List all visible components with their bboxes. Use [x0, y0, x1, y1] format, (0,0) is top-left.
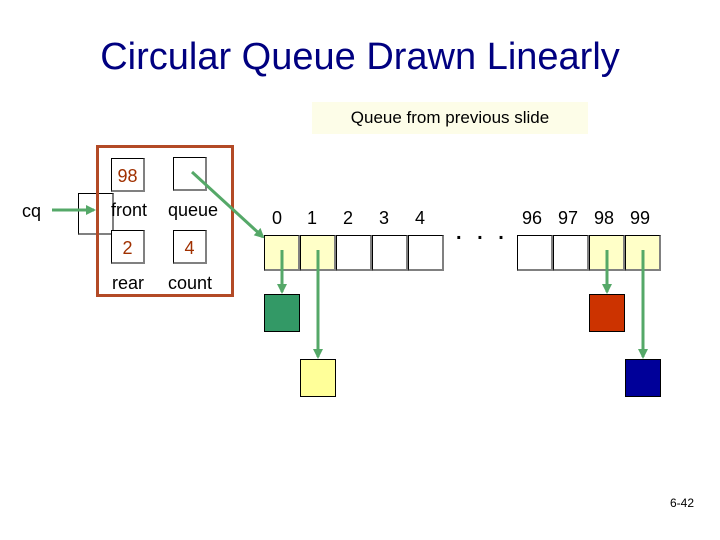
- index-label: 97: [558, 208, 579, 228]
- queue-struct-frame: [96, 145, 234, 297]
- page-title: Circular Queue Drawn Linearly: [100, 36, 620, 78]
- index-label: 4: [415, 208, 426, 228]
- index-label: 2: [343, 208, 354, 228]
- front-value-box: 98: [111, 158, 145, 192]
- count-label: count: [168, 273, 213, 293]
- index-label: 1: [307, 208, 318, 228]
- node-blue: [625, 359, 661, 397]
- index-label: 99: [630, 208, 651, 228]
- index-label: 96: [522, 208, 543, 228]
- note-previous-slide: Queue from previous slide: [312, 102, 588, 134]
- node-yellow: [300, 359, 336, 397]
- node-green: [264, 294, 300, 332]
- index-label: 98: [594, 208, 615, 228]
- arrow-queue-to-array: [190, 170, 265, 239]
- page-number: 6-42: [670, 496, 695, 510]
- ellipsis: . . .: [456, 222, 509, 244]
- index-label: 3: [379, 208, 390, 228]
- queue-pointer-box: [173, 157, 207, 191]
- rear-label: rear: [112, 273, 145, 293]
- index-label: 0: [272, 208, 283, 228]
- rear-value-box: 2: [111, 230, 145, 264]
- array-cell: [517, 235, 553, 271]
- front-label: front: [111, 200, 148, 220]
- node-red: [589, 294, 625, 332]
- array-cell: [372, 235, 408, 271]
- queue-label: queue: [168, 200, 219, 220]
- count-value-box: 4: [173, 230, 207, 264]
- array-cell: [336, 235, 372, 271]
- array-cell: [408, 235, 444, 271]
- array-cell: [553, 235, 589, 271]
- cq-label: cq: [22, 201, 42, 221]
